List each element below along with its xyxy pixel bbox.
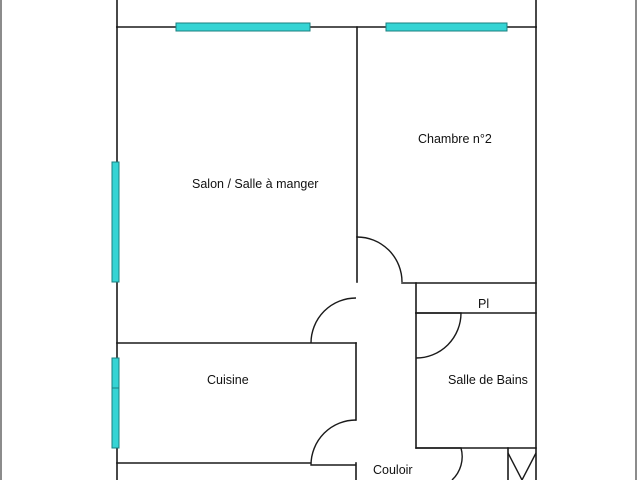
room-label-salle-de-bains: Salle de Bains xyxy=(448,373,528,387)
window-top-right xyxy=(385,22,508,32)
window-salon xyxy=(111,161,120,283)
room-label-salon: Salon / Salle à manger xyxy=(192,177,318,191)
cabinet-cross-icon xyxy=(507,452,537,480)
door-swings xyxy=(310,236,537,480)
room-label-placard: Pl xyxy=(478,297,489,311)
room-labels: Chambre n°2 Salon / Salle à manger Pl Cu… xyxy=(192,132,528,477)
window-cuisine-upper xyxy=(111,357,120,389)
door-bathroom-icon xyxy=(416,447,463,480)
door-chambre-icon xyxy=(356,236,403,283)
room-label-chambre2: Chambre n°2 xyxy=(418,132,492,146)
room-label-couloir: Couloir xyxy=(373,463,413,477)
room-label-cuisine: Cuisine xyxy=(207,373,249,387)
window-top-left xyxy=(175,22,311,32)
door-cuisine-icon xyxy=(310,419,357,466)
door-salon-icon xyxy=(310,297,357,344)
walls xyxy=(116,0,537,480)
windows xyxy=(111,22,508,449)
window-cuisine-lower xyxy=(111,387,120,449)
door-placard-icon xyxy=(415,312,462,359)
